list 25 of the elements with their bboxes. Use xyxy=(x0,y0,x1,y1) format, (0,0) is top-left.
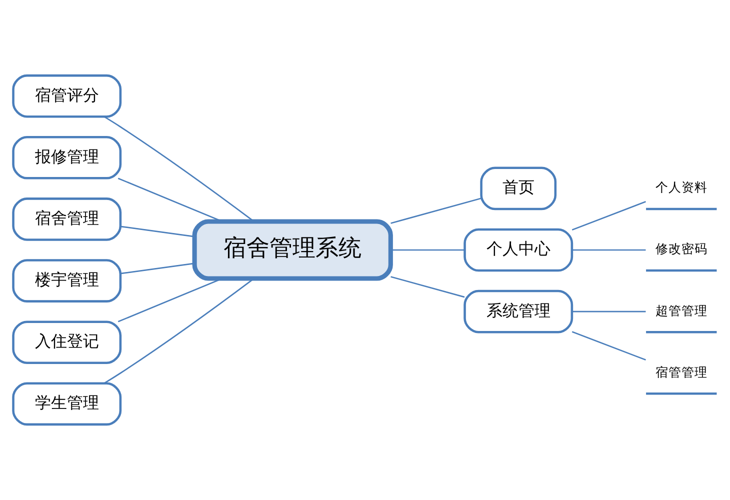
connector xyxy=(104,278,254,384)
node-box: 宿管评分 xyxy=(12,74,122,118)
connector xyxy=(572,201,646,230)
node-box: 个人中心 xyxy=(464,228,574,272)
connector xyxy=(120,226,194,238)
node-box: 入住登记 xyxy=(12,320,122,364)
connector xyxy=(120,262,194,274)
connector xyxy=(390,198,482,224)
node-box: 宿舍管理 xyxy=(12,198,122,241)
connector xyxy=(572,310,646,312)
node-text: 修改密码 xyxy=(655,241,708,256)
node-text: 超管管理 xyxy=(655,302,708,318)
connector xyxy=(104,116,254,222)
node-box: 首页 xyxy=(480,166,557,210)
node-box: 系统管理 xyxy=(464,290,574,334)
connector xyxy=(390,249,464,251)
node-box: 宿舍管理系统 xyxy=(192,219,393,281)
connector xyxy=(572,249,646,251)
node-box: 楼宇管理 xyxy=(12,259,122,302)
connector xyxy=(390,276,465,298)
node-text: 宿管管理 xyxy=(655,364,708,380)
node-box: 学生管理 xyxy=(12,382,122,426)
node-text: 个人资料 xyxy=(655,180,708,195)
node-box: 报修管理 xyxy=(12,136,122,180)
connector xyxy=(572,331,646,361)
